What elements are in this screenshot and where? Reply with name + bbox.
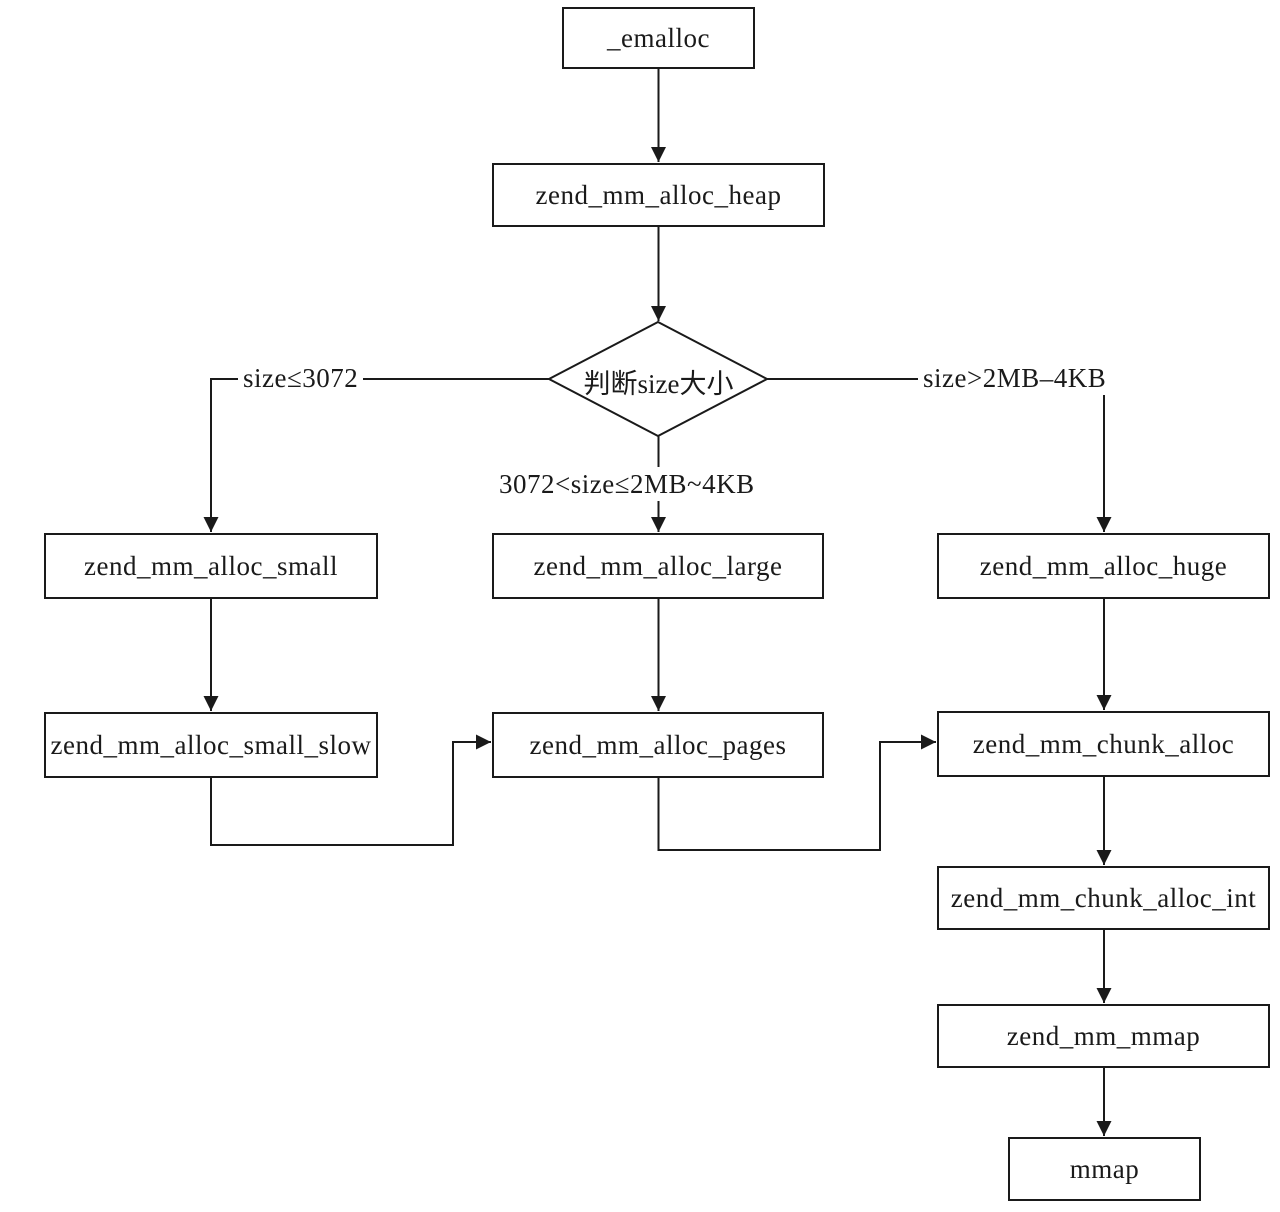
edge-pages-to-chunk-alloc (657, 734, 936, 851)
node-zend-mm-alloc-heap: zend_mm_alloc_heap (492, 163, 825, 227)
node-zend-mm-alloc-small: zend_mm_alloc_small (44, 533, 378, 599)
node-zend-mm-alloc-large: zend_mm_alloc_large (492, 533, 824, 599)
edge-decision-to-alloc-huge (767, 378, 1112, 532)
branch-label-size-large: 3072<size≤2MB~4KB (494, 467, 760, 501)
edge-decision-to-alloc-small (203, 378, 549, 532)
branch-label-size-huge: size>2MB–4KB (918, 361, 1112, 395)
node-zend-mm-chunk-alloc: zend_mm_chunk_alloc (937, 711, 1270, 777)
decision-diamond-label: 判断size大小 (583, 369, 734, 399)
node-zend-mm-alloc-pages: zend_mm_alloc_pages (492, 712, 824, 778)
node-zend-mm-mmap: zend_mm_mmap (937, 1004, 1270, 1068)
node-emalloc: _emalloc (562, 7, 755, 69)
edge-small-slow-to-pages (210, 734, 491, 846)
node-mmap: mmap (1008, 1137, 1201, 1201)
branch-label-size-small: size≤3072 (238, 361, 364, 395)
node-zend-mm-alloc-small-slow: zend_mm_alloc_small_slow (44, 712, 378, 778)
node-zend-mm-alloc-huge: zend_mm_alloc_huge (937, 533, 1270, 599)
node-zend-mm-chunk-alloc-int: zend_mm_chunk_alloc_int (937, 866, 1270, 930)
